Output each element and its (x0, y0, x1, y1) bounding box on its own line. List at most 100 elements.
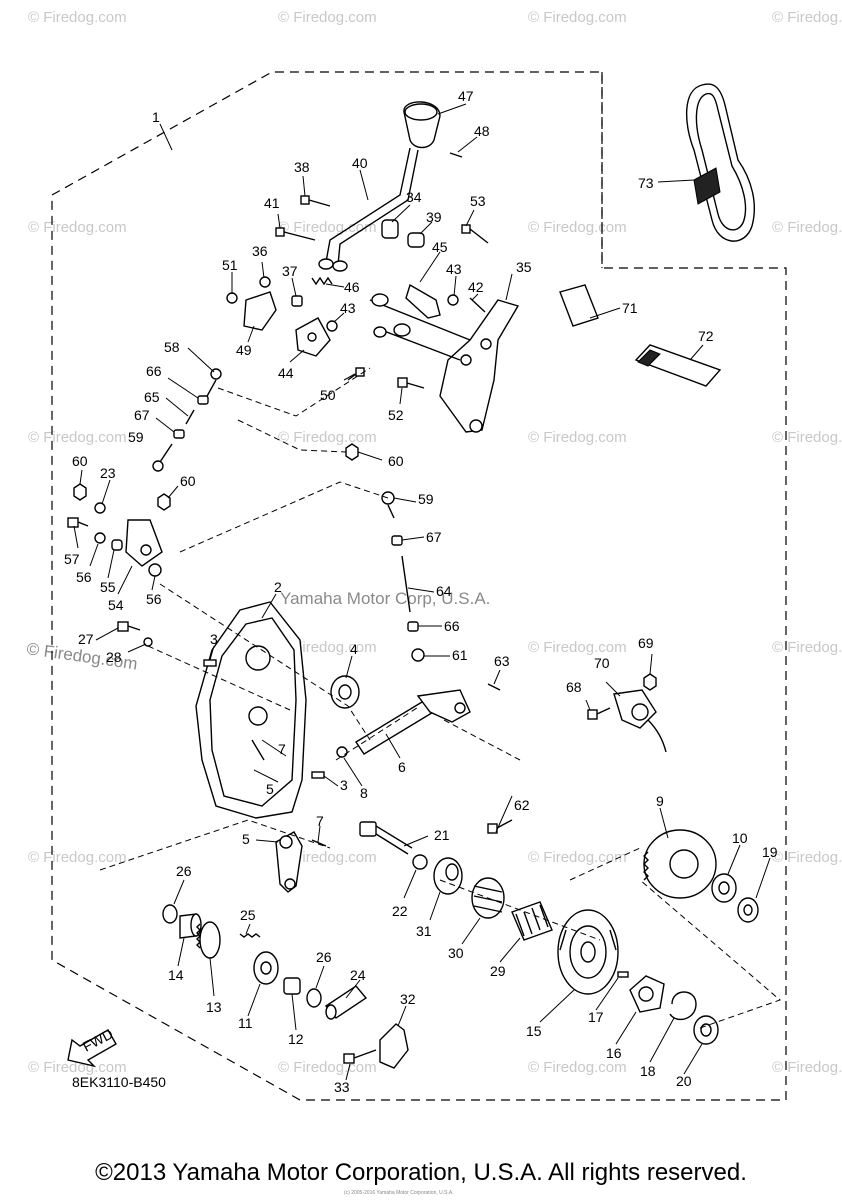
callout: 12 (288, 1031, 304, 1047)
pin-63 (487, 683, 501, 691)
dowel-3 (311, 771, 325, 779)
callout: 67 (426, 529, 442, 545)
callout: 57 (64, 551, 80, 567)
callout: 2 (274, 579, 282, 595)
bolt-33 (343, 1049, 377, 1064)
nut-60 (73, 483, 87, 501)
callout: 56 (146, 591, 162, 607)
shift-knob (403, 101, 441, 149)
small-copyright-note: (c) 2005-2016 Yamaha Motor Corporation, … (344, 1190, 454, 1196)
rod-end-58 (205, 368, 222, 399)
bushing-34 (381, 219, 399, 239)
assembly-outline (51, 71, 787, 1101)
callout: 39 (426, 209, 442, 225)
nut-66 (197, 395, 209, 405)
callout: 38 (294, 159, 310, 175)
copyright-footer: ©2013 Yamaha Motor Corporation, U.S.A. A… (95, 1159, 747, 1186)
callout: 45 (432, 239, 448, 255)
drive-belt (686, 83, 755, 242)
shaft-6 (355, 689, 471, 755)
callout: 33 (334, 1079, 350, 1095)
sensor-70 (613, 689, 667, 753)
callout: 47 (458, 88, 474, 104)
callout: 5 (242, 831, 250, 847)
callout: 24 (350, 967, 366, 983)
callout: 58 (164, 339, 180, 355)
bearing-10 (711, 873, 737, 903)
callout: 69 (638, 635, 654, 651)
callout: 55 (100, 579, 116, 595)
watermark: © Firedog.com (278, 639, 377, 656)
callout: 35 (516, 259, 532, 275)
callout: 19 (762, 844, 778, 860)
callout: 26 (176, 863, 192, 879)
callout: 14 (168, 967, 184, 983)
callout: 21 (434, 827, 450, 843)
bushing-12 (283, 977, 301, 995)
watermark: © Firedog.com (528, 639, 627, 656)
callout: 4 (350, 641, 358, 657)
callout: 50 (320, 387, 336, 403)
collar-37 (291, 295, 303, 307)
nut-60 (157, 493, 171, 511)
nut-67 (391, 535, 403, 546)
callout: 28 (106, 649, 122, 665)
bolt-27 (117, 621, 141, 632)
bolt-52 (397, 377, 425, 389)
callout: 60 (388, 453, 404, 469)
watermark-layer: © Firedog.com © Firedog.com © Firedog.co… (25, 9, 842, 1076)
nut-51 (226, 292, 238, 304)
callout: 67 (134, 407, 150, 423)
watermark: © Firedog.com (28, 849, 127, 866)
decal-71 (559, 284, 599, 327)
nut-43 (447, 294, 459, 306)
callout: 73 (638, 175, 654, 191)
callout: 34 (406, 189, 422, 205)
bearing-14 (179, 913, 202, 939)
washer-56 (148, 563, 162, 577)
watermark: © Firedog.com (528, 849, 627, 866)
callout: 7 (278, 741, 286, 757)
watermark: © Firedog.com (28, 1059, 127, 1076)
callout: 49 (236, 342, 252, 358)
watermark: © Firedog.com (772, 219, 842, 236)
callout: 59 (128, 429, 144, 445)
shift-bracket-35 (439, 299, 520, 433)
callout: 61 (452, 647, 468, 663)
callout: 66 (146, 363, 162, 379)
callout: 62 (514, 797, 530, 813)
callout: 23 (100, 465, 116, 481)
callout: 22 (392, 903, 408, 919)
pulley-15 (557, 909, 619, 995)
watermark: © Firedog.com (772, 9, 842, 26)
callout: 26 (316, 949, 332, 965)
center-watermark: Yamaha Motor Corp, U.S.A. (280, 589, 490, 608)
callout: 63 (494, 653, 510, 669)
watermark: © Firedog.com (528, 9, 627, 26)
bracket-45 (405, 283, 441, 319)
watermark: © Firedog.com (278, 219, 377, 236)
bolt-62 (487, 819, 513, 834)
oring-8 (336, 746, 348, 758)
callout: 48 (474, 123, 490, 139)
decal-72-stripe (637, 349, 661, 367)
cam-16 (629, 975, 665, 1013)
callout: 72 (698, 328, 714, 344)
watermark: © Firedog.com (772, 849, 842, 866)
assembly-guides (99, 367, 781, 1029)
leader-lines (73, 103, 771, 1081)
callout: 32 (400, 991, 416, 1007)
drawing-code: 8EK3110-B450 (72, 1074, 166, 1090)
washer-26 (306, 988, 322, 1008)
sprocket-9 (643, 829, 717, 899)
callout: 16 (606, 1045, 622, 1061)
callout: 9 (656, 793, 664, 809)
callout: 60 (72, 453, 88, 469)
rod-end-59 (381, 491, 395, 519)
watermark: © Firedog.com (278, 429, 377, 446)
callout: 42 (468, 279, 484, 295)
washer-23 (94, 502, 106, 514)
dowel-3 (203, 659, 217, 667)
rod-64 (401, 555, 411, 613)
